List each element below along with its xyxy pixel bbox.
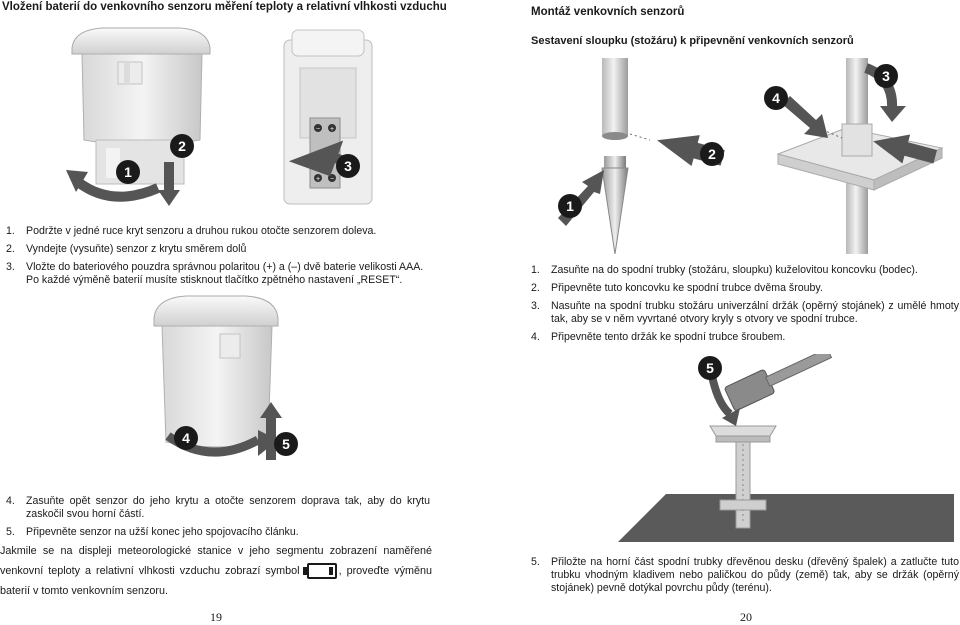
battery-plus-sign: + bbox=[330, 126, 334, 133]
page-number-right: 20 bbox=[740, 610, 752, 624]
battery-minus-sign: − bbox=[316, 126, 320, 133]
curved-arrow bbox=[722, 408, 740, 426]
right-step-list-2: 5.Přiložte na horní část spodní trubky d… bbox=[531, 556, 959, 600]
svg-text:1: 1 bbox=[566, 198, 574, 214]
svg-text:2: 2 bbox=[178, 138, 186, 154]
list-item: 4.Připevněte tento držák ke spodní trubc… bbox=[531, 331, 786, 343]
illustration-sensor-open: − + + − 1 2 3 bbox=[66, 27, 373, 206]
svg-text:5: 5 bbox=[282, 436, 290, 452]
step-badge-5 bbox=[274, 432, 298, 456]
illustration-hammer-pole: 5 bbox=[618, 354, 954, 542]
list-item: 5.Připevněte senzor na užší konec jeho s… bbox=[6, 526, 299, 538]
step-badge-4 bbox=[174, 426, 198, 450]
illustration-pole-assembly: 1 2 3 4 bbox=[558, 58, 944, 254]
step-badge-4 bbox=[764, 86, 788, 110]
list-item: 3.Vložte do bateriového pouzdra správnou… bbox=[6, 261, 424, 286]
list-item: 3.Nasuňte na spodní trubku stožáru unive… bbox=[531, 300, 959, 325]
right-page-subtitle: Sestavení sloupku (stožáru) k připevnění… bbox=[531, 35, 854, 47]
left-arrow-2 bbox=[873, 134, 938, 164]
down-right-arrow bbox=[782, 96, 828, 138]
list-item: 1.Zasuňte na do spodní trubky (stožáru, … bbox=[531, 264, 918, 276]
svg-text:2: 2 bbox=[708, 146, 716, 162]
right-page-title: Montáž venkovních senzorů bbox=[531, 6, 685, 18]
step-badge-1 bbox=[116, 160, 140, 184]
step-badge-3 bbox=[336, 154, 360, 178]
down-arrow bbox=[158, 190, 180, 206]
battery-plus-sign-2: + bbox=[316, 176, 320, 183]
left-page-title: Vložení baterií do venkovního senzoru mě… bbox=[2, 1, 447, 13]
step-badge-2 bbox=[700, 142, 724, 166]
list-item: 2.Připevněte tuto koncovku ke spodní tru… bbox=[531, 282, 823, 294]
insert-arrow bbox=[288, 140, 352, 177]
right-step-list-1: 1.Zasuňte na do spodní trubky (stožáru, … bbox=[531, 264, 959, 349]
low-battery-icon bbox=[302, 563, 337, 580]
rotate-left-arrow bbox=[74, 177, 160, 202]
svg-text:3: 3 bbox=[882, 68, 890, 84]
svg-text:5: 5 bbox=[706, 360, 714, 376]
svg-text:3: 3 bbox=[344, 158, 352, 174]
step-badge-5 bbox=[698, 356, 722, 380]
svg-text:4: 4 bbox=[772, 90, 780, 106]
curved-down-arrow bbox=[880, 106, 906, 122]
step-badge-1 bbox=[558, 194, 582, 218]
ground bbox=[618, 494, 954, 542]
up-arrow bbox=[260, 402, 282, 418]
list-item: 4.Zasuňte opět senzor do jeho krytu a ot… bbox=[6, 495, 430, 520]
left-step-list-2: 4.Zasuňte opět senzor do jeho krytu a ot… bbox=[6, 495, 430, 544]
left-step-list-1: 1.Podržte v jedné ruce kryt senzoru a dr… bbox=[6, 225, 434, 292]
hammer-icon bbox=[724, 354, 833, 411]
step-badge-3 bbox=[874, 64, 898, 88]
svg-text:4: 4 bbox=[182, 430, 190, 446]
list-item: 2.Vyndejte (vysuňte) senzor z krytu směr… bbox=[6, 243, 247, 255]
rotate-left-arrow-head bbox=[66, 170, 88, 192]
svg-text:1: 1 bbox=[124, 164, 132, 180]
step-badge-2 bbox=[170, 134, 194, 158]
list-item: 5.Přiložte na horní část spodní trubky d… bbox=[531, 556, 959, 594]
list-item: 1.Podržte v jedné ruce kryt senzoru a dr… bbox=[6, 225, 377, 237]
illustration-sensor-closed: 4 5 bbox=[153, 295, 298, 460]
battery-note: Jakmile se na displeji meteorologické st… bbox=[0, 545, 433, 597]
page-number-left: 19 bbox=[210, 610, 222, 624]
battery-minus-sign-2: − bbox=[330, 176, 334, 183]
